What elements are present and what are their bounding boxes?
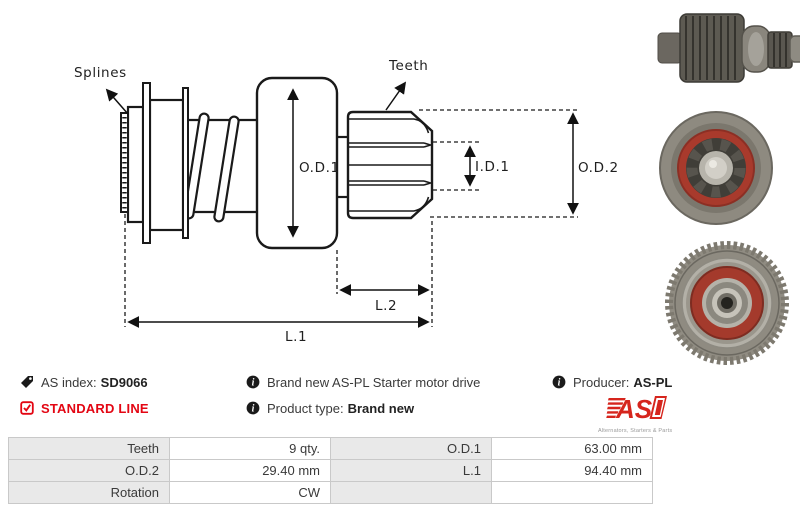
l2-label: L.2 [375, 298, 397, 314]
product-photo-side-view [657, 13, 800, 83]
technical-drawing: Splines Teeth O.D.1 I.D.1 O.D.2 L.2 L.1 [74, 58, 619, 345]
shaft-spring-section [183, 112, 257, 223]
as-index-value: SD9066 [100, 374, 148, 390]
id1-label: I.D.1 [475, 159, 510, 175]
checked-checkbox-icon [20, 401, 34, 415]
od1-label: O.D.1 [299, 160, 340, 176]
spec-value-cell: 63.00 mm [492, 438, 652, 459]
spec-value-cell: CW [170, 482, 330, 503]
spec-label-cell: O.D.1 [331, 438, 491, 459]
spec-value-cell: 29.40 mm [170, 460, 330, 481]
info-column-description: i Brand new AS-PL Starter motor drive i … [246, 374, 480, 426]
od2-label: O.D.2 [578, 160, 619, 176]
product-type-row: i Product type: Brand new [246, 400, 480, 416]
extension-lines [124, 109, 578, 327]
producer-label: Producer: [573, 374, 630, 390]
product-description: Brand new AS-PL Starter motor drive [267, 374, 481, 390]
info-icon: i [246, 401, 260, 415]
producer-value: AS-PL [633, 374, 673, 390]
dimension-arrows [105, 81, 579, 328]
info-column-producer: i Producer: AS-PL [552, 374, 672, 400]
description-row: i Brand new AS-PL Starter motor drive [246, 374, 480, 390]
standard-line-badge: STANDARD LINE [41, 400, 149, 416]
svg-text:i: i [252, 377, 255, 388]
svg-text:i: i [558, 377, 561, 388]
info-column-index: AS index: SD9066 STANDARD LINE [20, 374, 149, 426]
spec-label-cell: Teeth [9, 438, 169, 459]
standard-line-row: STANDARD LINE [20, 400, 149, 416]
as-pl-logo-tagline: Alternators, Starters & Parts [598, 428, 673, 434]
spec-label-cell: Rotation [9, 482, 169, 503]
spline-shaft-end [120, 112, 129, 213]
teeth-label: Teeth [388, 58, 428, 74]
pinion-gear [346, 110, 434, 220]
info-icon: i [246, 375, 260, 389]
spec-value-cell: 9 qty. [170, 438, 330, 459]
as-pl-logo-mark: AS [606, 394, 667, 424]
product-type-value: Brand new [347, 400, 415, 416]
spec-label-cell: L.1 [331, 460, 491, 481]
as-pl-logo-text: AS [615, 394, 653, 422]
splines-label: Splines [74, 65, 127, 81]
product-type-label: Product type: [267, 400, 344, 416]
svg-text:i: i [252, 403, 255, 414]
as-index-label: AS index: [41, 374, 97, 390]
tag-icon [20, 375, 34, 389]
product-photos [657, 13, 800, 365]
spec-label-cell [331, 482, 491, 503]
as-index-row: AS index: SD9066 [20, 374, 149, 390]
flange-assembly [126, 82, 189, 244]
product-photo-front-view [659, 111, 773, 225]
as-pl-logo: AS Alternators, Starters & Parts [598, 394, 672, 434]
teeth-pointer [385, 81, 407, 111]
producer-row: i Producer: AS-PL [552, 374, 672, 390]
spec-value-cell: 94.40 mm [492, 460, 652, 481]
spec-label-cell: O.D.2 [9, 460, 169, 481]
product-photo-back-view [665, 241, 789, 365]
l1-label: L.1 [285, 329, 307, 345]
info-icon: i [552, 375, 566, 389]
splines-pointer [105, 88, 129, 115]
pinion-shaft-stub [337, 135, 348, 199]
spec-table: Teeth 9 qty. O.D.1 63.00 mm O.D.2 29.40 … [8, 437, 653, 504]
spec-value-cell [492, 482, 652, 503]
